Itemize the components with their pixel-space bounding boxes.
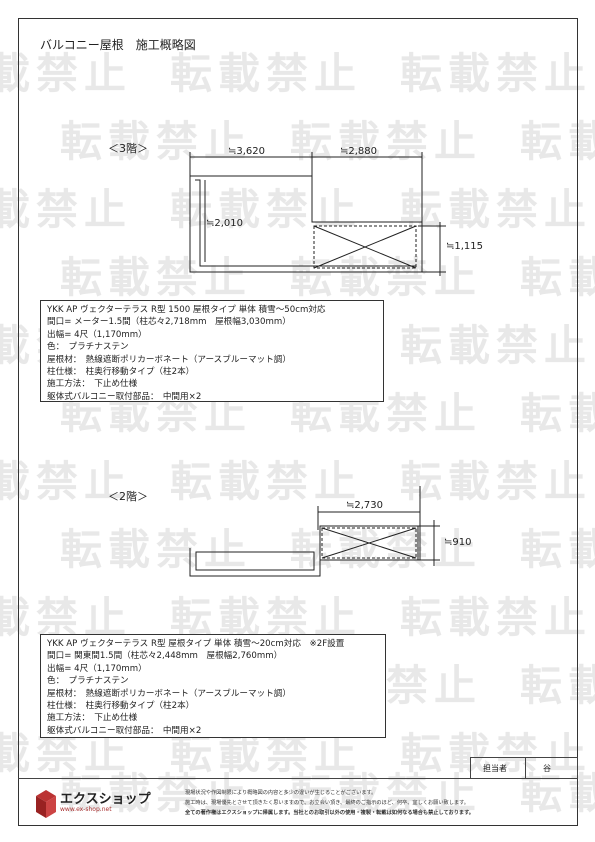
spec-line: 色： プラチナステン (47, 676, 129, 687)
spec-box-floor3: YKK AP ヴェクターテラス R型 1500 屋根タイプ 単体 積雪～50cm… (40, 300, 384, 402)
watermark-text: 転載禁止 (400, 321, 593, 370)
logo-url: www.ex-shop.net (60, 806, 112, 813)
watermark-text: 転載禁止 (400, 729, 593, 778)
watermark-text: 転載禁止 (60, 117, 253, 166)
spec-line: 出幅= 4尺（1,170mm） (47, 663, 147, 674)
watermark-text: 転載禁止 (290, 525, 483, 574)
watermark-text: 転載禁止 (60, 769, 253, 818)
divider (525, 758, 526, 778)
watermark-text: 転載禁止 (60, 525, 253, 574)
spec-line: 間口= 関東間1.5間（柱芯々2,448mm 屋根幅2,760mm） (47, 651, 283, 662)
person-in-charge-box: 担当者 谷 (470, 757, 578, 779)
spec-line: 施工方法： 下止め仕様 (47, 713, 138, 724)
watermark-text: 転載禁止 (520, 525, 595, 574)
footer-notice: 現場状況や作図制限により概略図の内容と多少の違いが生じることがございます。 施工… (185, 788, 565, 818)
spec-line: 屋根材： 熱線遮断ポリカーボネート（アースブルーマット調） (47, 354, 291, 365)
watermark-text: 転載禁止 (400, 593, 593, 642)
watermark-text: 転載禁止 (520, 661, 595, 710)
watermark-text: 転載禁止 (290, 769, 483, 818)
notice-line: 現場状況や作図制限により概略図の内容と多少の違いが生じることがございます。 (185, 790, 377, 796)
watermark-text: 転載禁止 (520, 117, 595, 166)
floor3-dim-width-left: ≒3,620 (228, 146, 266, 157)
person-in-charge-value: 谷 (543, 764, 551, 773)
watermark-text: 転載禁止 (290, 117, 483, 166)
spec-line: 間口= メーター1.5間（柱芯々2,718mm 屋根幅3,030mm） (47, 317, 291, 328)
watermark-text: 転載禁止 (520, 769, 595, 818)
spec-line: 色： プラチナステン (47, 342, 129, 353)
notice-line: 施工時は、現場優先とさせて頂きたく思いますので、お立会い頂き、最終のご指示のほど… (185, 800, 469, 806)
watermark-text: 転載禁止 (400, 457, 593, 506)
spec-line: 柱仕様： 柱奥行移動タイプ（柱2本） (47, 367, 195, 378)
spec-line: 柱仕様： 柱奥行移動タイプ（柱2本） (47, 701, 195, 712)
notice-line: 全ての著作権はエクスショップに帰属します。当社とのお取引以外の使用・複製・転載は… (185, 810, 474, 816)
watermark-text: 転載禁止 (400, 49, 593, 98)
floor2-label: ＜2階＞ (108, 490, 148, 503)
watermark-text: 転載禁止 (0, 49, 133, 98)
watermark-text: 転載禁止 (170, 49, 363, 98)
watermark-text: 転載禁止 (290, 253, 483, 302)
floor2-dim-width: ≒2,730 (346, 500, 384, 511)
watermark-text: 転載禁止 (520, 253, 595, 302)
floor3-dim-depth-left: ≒2,010 (206, 218, 244, 229)
floor2-dim-depth: ≒910 (444, 537, 472, 548)
person-in-charge-label: 担当者 (483, 764, 507, 773)
watermark-text: 転載禁止 (0, 593, 133, 642)
watermark-text: 転載禁止 (0, 185, 133, 234)
page-frame (18, 18, 578, 826)
spec-line: YKK AP ヴェクターテラス R型 屋根タイプ 単体 積雪～20cm対応 ※2… (47, 639, 345, 649)
spec-line: 躯体式バルコニー取付部品： 中間用×2 (47, 725, 202, 736)
footer (18, 778, 578, 827)
floor3-dim-width-right: ≒2,880 (340, 146, 378, 157)
logo-name: エクスショップ (60, 792, 151, 807)
watermark-text: 転載禁止 (170, 593, 363, 642)
watermark-text: 転載禁止 (0, 457, 133, 506)
spec-box-floor2: YKK AP ヴェクターテラス R型 屋根タイプ 単体 積雪～20cm対応 ※2… (40, 634, 386, 738)
floor3-dim-depth-right: ≒1,115 (446, 241, 484, 252)
watermark-text: 転載禁止 (60, 253, 253, 302)
spec-line: 出幅= 4尺（1,170mm） (47, 329, 147, 340)
spec-line: 施工方法： 下止め仕様 (47, 379, 138, 390)
floor3-label: ＜3階＞ (108, 142, 148, 155)
spec-line: YKK AP ヴェクターテラス R型 1500 屋根タイプ 単体 積雪～50cm… (47, 305, 326, 315)
drawing-title: バルコニー屋根 施工概略図 (40, 38, 196, 52)
watermark-text: 転載禁止 (520, 389, 595, 438)
spec-line: 屋根材： 熱線遮断ポリカーボネート（アースブルーマット調） (47, 688, 291, 699)
spec-line: 躯体式バルコニー取付部品： 中間用×2 (47, 391, 202, 402)
watermark-text: 転載禁止 (170, 457, 363, 506)
